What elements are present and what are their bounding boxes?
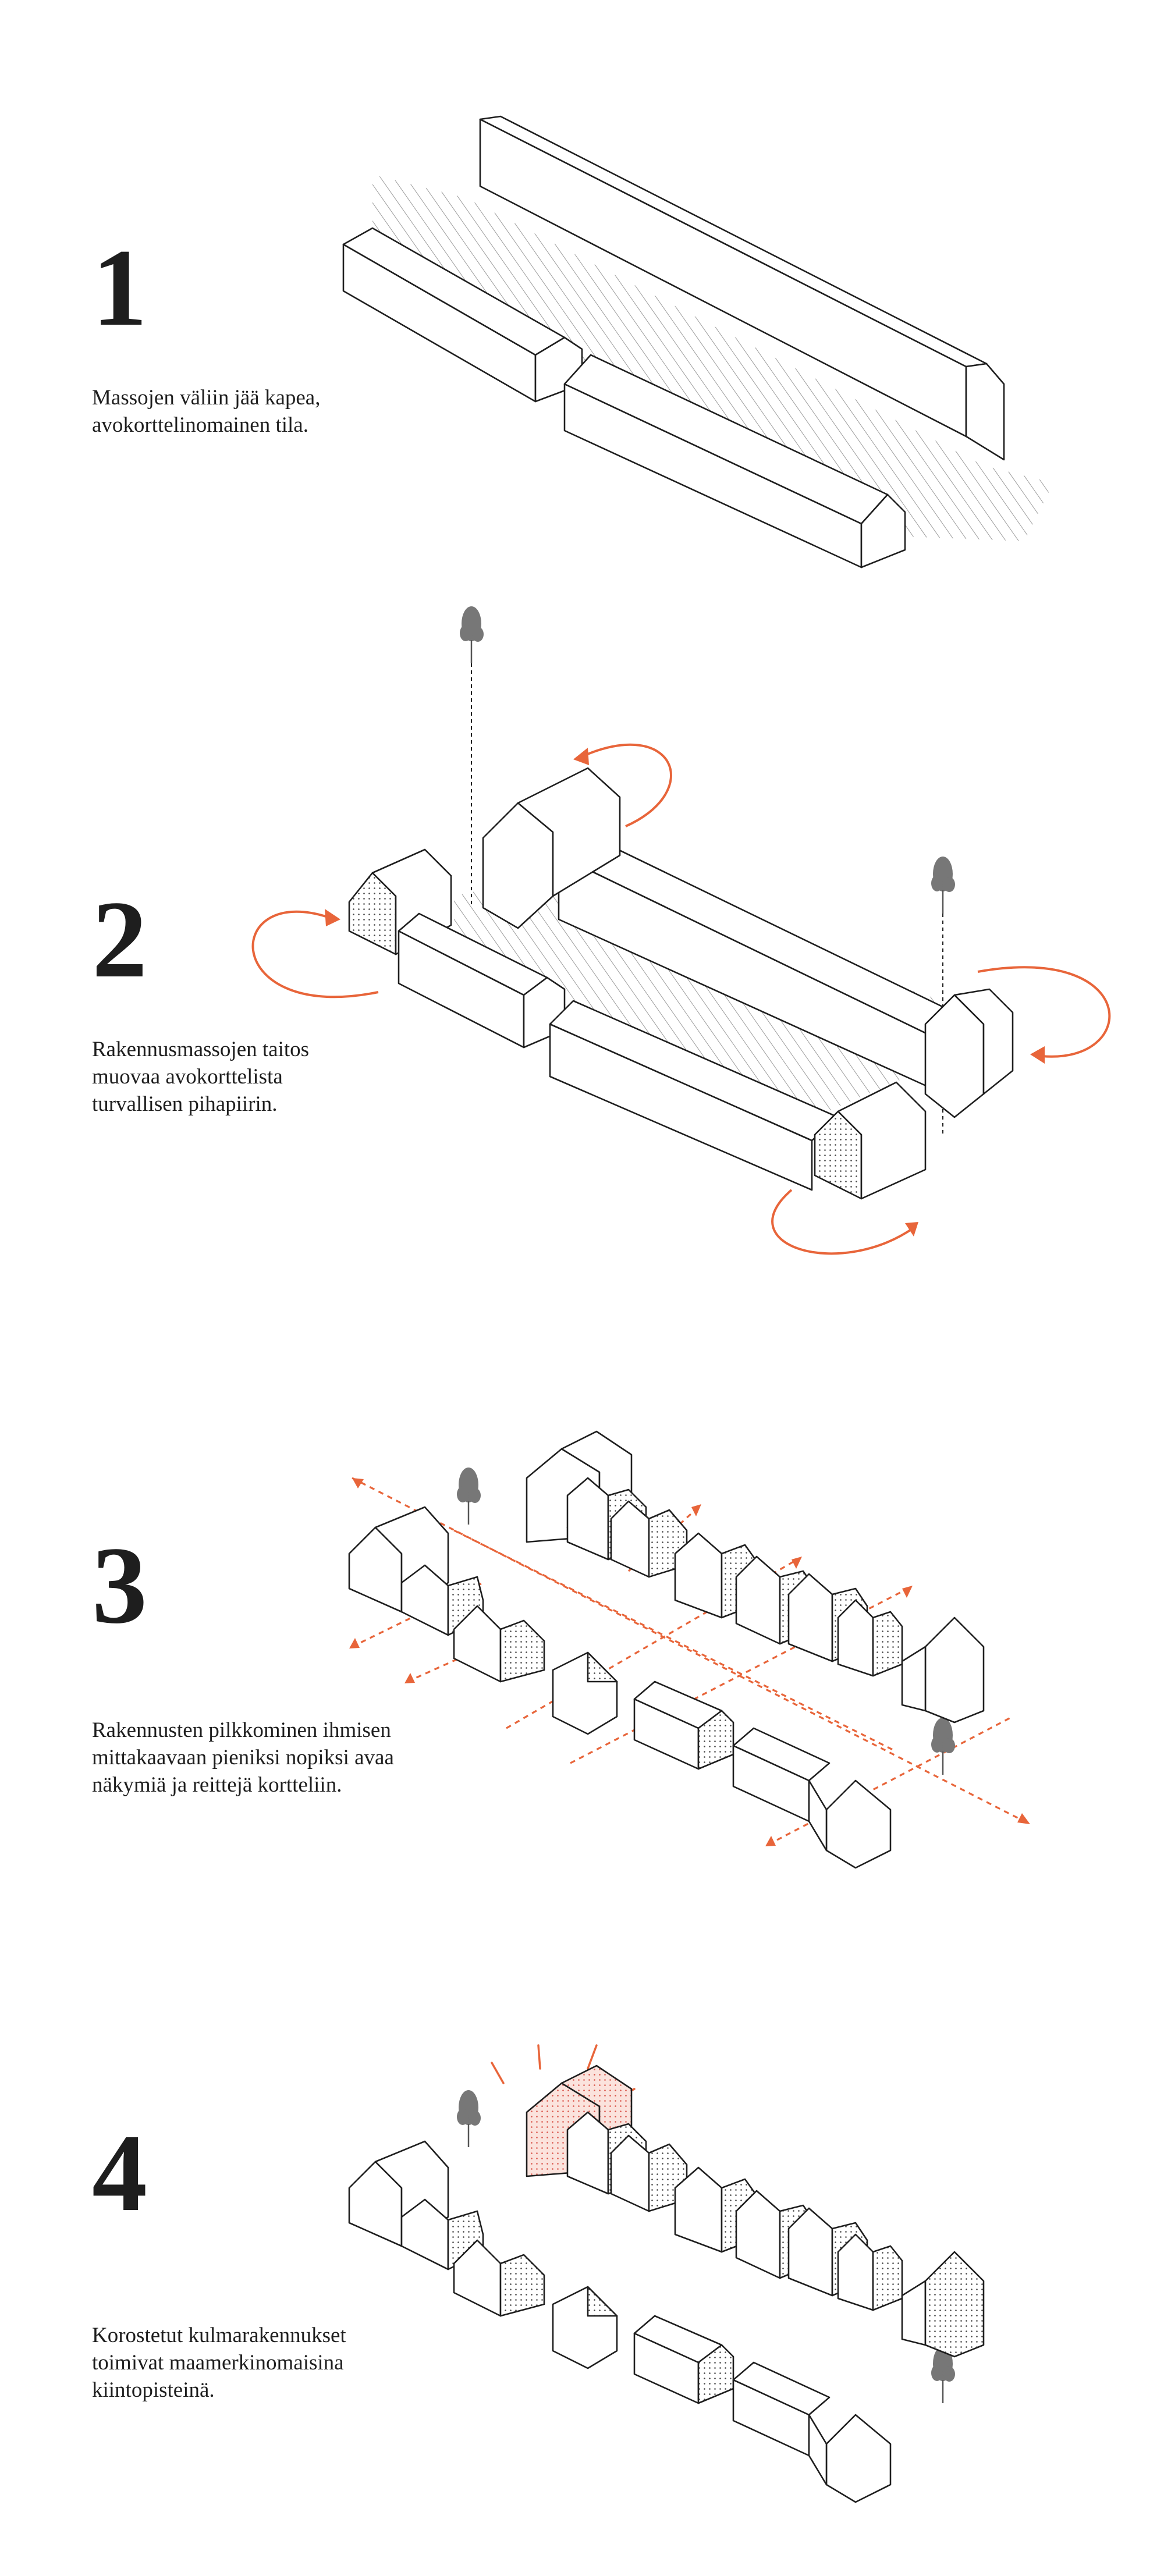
step-number: 2 xyxy=(92,879,147,1001)
caption-line: kiintopisteinä. xyxy=(92,2378,215,2402)
caption-line: muovaa avokorttelista xyxy=(92,1065,283,1089)
lower-right-block xyxy=(563,354,906,569)
rotation-arrow xyxy=(573,744,672,827)
caption-line: Massojen väliin jää kapea, xyxy=(92,386,321,410)
caption-line: Rakennusmassojen taitos xyxy=(92,1037,310,1061)
tree-icon xyxy=(930,855,956,915)
house-blocks xyxy=(348,1430,985,1869)
caption-line: mittakaavaan pieniksi nopiksi avaa xyxy=(92,1746,394,1770)
step-number: 1 xyxy=(92,227,147,349)
house-blocks xyxy=(348,2065,985,2503)
step-caption: Rakennusmassojen taitos muovaa avokortte… xyxy=(92,1036,453,1118)
diagram-step-1 xyxy=(342,115,1053,569)
tree-icon xyxy=(456,1466,482,1526)
caption-line: Korostetut kulmarakennukset xyxy=(92,2323,346,2347)
step-caption: Korostetut kulmarakennukset toimivat maa… xyxy=(92,2322,453,2404)
caption-line: turvallisen pihapiirin. xyxy=(92,1092,278,1116)
diagram-step-4 xyxy=(348,2044,985,2503)
tree-icon xyxy=(456,2089,482,2148)
caption-line: näkymiä ja reittejä kortteliin. xyxy=(92,1773,342,1797)
rotation-arrow xyxy=(251,909,379,999)
diagram-step-2 xyxy=(251,605,1111,1255)
step-caption: Massojen väliin jää kapea, avokorttelino… xyxy=(92,384,453,439)
step-caption: Rakennusten pilkkominen ihmisen mittakaa… xyxy=(92,1717,453,1799)
step-4: 4 Korostetut kulmarakennukset toimivat m… xyxy=(0,1920,1164,2576)
courtyard-hatch xyxy=(372,175,1053,541)
step-1: 1 Massojen väliin jää kapea, avokortteli… xyxy=(0,0,1164,582)
caption-line: toimivat maamerkinomaisina xyxy=(92,2351,344,2375)
corner-house-right xyxy=(924,988,1014,1118)
tree-icon xyxy=(930,1717,956,1776)
corner-house-bottom xyxy=(814,1081,927,1200)
corner-house-top xyxy=(482,767,621,929)
courtyard-hatch xyxy=(454,873,943,1117)
diagram-step-3 xyxy=(348,1430,1030,1869)
step-3: 3 Rakennusten pilkkominen ihmisen mittak… xyxy=(0,1309,1164,1920)
tree-icon xyxy=(459,605,485,665)
rotation-arrow xyxy=(771,1189,918,1255)
step-2: 2 Rakennusmassojen taitos muovaa avokort… xyxy=(0,582,1164,1309)
caption-line: avokorttelinomainen tila. xyxy=(92,413,308,437)
rotation-arrow xyxy=(977,966,1111,1064)
caption-line: Rakennusten pilkkominen ihmisen xyxy=(92,1718,391,1742)
step-number: 4 xyxy=(92,2112,147,2234)
landmark-corner-house-right xyxy=(924,2251,985,2358)
lower-right-block xyxy=(549,1000,839,1191)
step-number: 3 xyxy=(92,1525,147,1647)
curved-block xyxy=(479,115,1005,461)
